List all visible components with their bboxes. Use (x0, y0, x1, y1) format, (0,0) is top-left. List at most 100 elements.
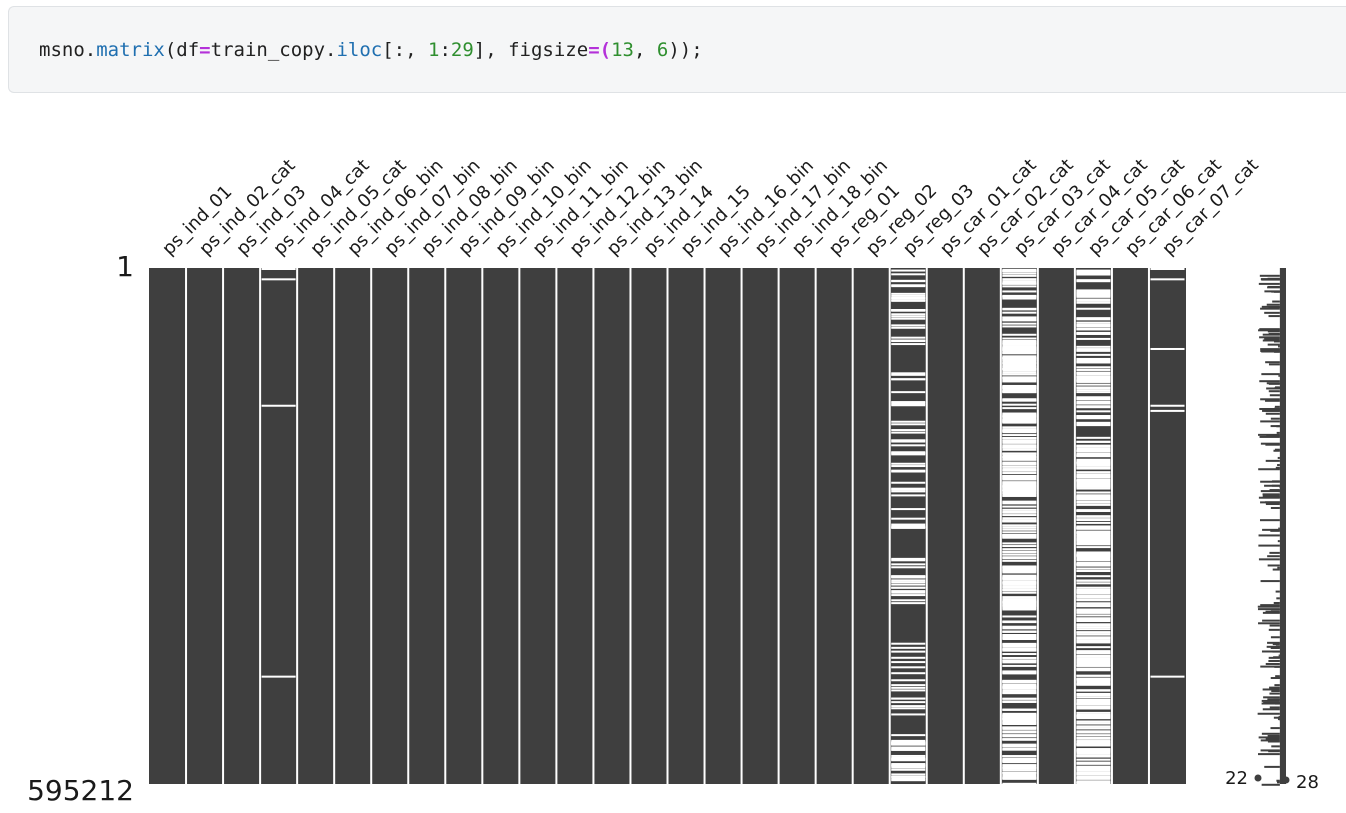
missing-value-line (1002, 712, 1037, 715)
missing-value-line (891, 526, 926, 529)
missing-value-line (1002, 581, 1037, 584)
missing-value-line (1002, 420, 1037, 423)
missing-value-line (891, 401, 926, 404)
column-separator (1110, 268, 1113, 784)
code-token: (df (164, 39, 200, 61)
missing-value-line (1002, 469, 1037, 472)
missing-value-line (1002, 439, 1037, 442)
missing-value-line (1002, 270, 1037, 273)
missing-value-line (1076, 301, 1111, 304)
sparkline-line (1270, 608, 1280, 611)
missing-value-line (1002, 723, 1037, 726)
missing-value-line (1002, 738, 1037, 741)
sparkline-line (1264, 765, 1280, 768)
missing-value-line (1002, 689, 1037, 692)
missing-value-line (891, 773, 926, 776)
sparkline-line (1274, 405, 1280, 408)
missing-value-line (891, 779, 926, 782)
missing-value-line (261, 278, 296, 281)
missing-value-line (1002, 773, 1037, 776)
missing-value-line (891, 453, 926, 456)
missing-value-line (1076, 736, 1111, 739)
missing-value-line (891, 525, 926, 528)
missing-value-line (1002, 493, 1037, 496)
sparkline-line (1267, 698, 1280, 701)
sparkline-line (1265, 610, 1280, 613)
missing-value-line (1002, 282, 1037, 285)
missing-value-line (891, 763, 926, 766)
missing-value-line (1076, 589, 1111, 592)
missing-value-line (1076, 700, 1111, 703)
missing-value-line (1002, 661, 1037, 664)
missing-value-line (1002, 634, 1037, 637)
missing-value-line (1076, 491, 1111, 494)
missing-value-line (891, 273, 926, 276)
missing-value-line (891, 481, 926, 484)
missing-value-line (1076, 487, 1111, 490)
sparkline-line (1258, 282, 1280, 285)
missing-value-line (1076, 564, 1111, 567)
missing-value-line (1076, 750, 1111, 753)
column-fill-bar (334, 268, 372, 784)
missing-value-line (1076, 734, 1111, 737)
missing-value-line (1076, 479, 1111, 482)
code-token-operator: = (588, 39, 600, 61)
sparkline-line (1275, 645, 1280, 648)
missing-value-line (891, 340, 926, 343)
missing-value-line (891, 746, 926, 749)
y-tick-label-bottom: 595212 (27, 774, 134, 807)
missing-value-line (1002, 364, 1037, 367)
missing-value-line (1076, 703, 1111, 706)
missing-value-line (1002, 757, 1037, 760)
sparkline-line (1267, 734, 1280, 737)
missing-value-line (1002, 505, 1037, 508)
column-fill-bar (1148, 268, 1186, 784)
code-token-number: 13 (611, 39, 634, 61)
sparkline-line (1272, 643, 1280, 646)
missing-value-line (1076, 421, 1111, 424)
sparkline-line (1270, 636, 1280, 639)
code-token-operator: = (199, 39, 211, 61)
sparkline-line (1278, 715, 1280, 718)
missing-value-line (1002, 605, 1037, 608)
missing-value-line (1002, 664, 1037, 667)
missing-value-line (891, 324, 926, 327)
missing-value-line (1002, 647, 1037, 650)
missing-value-line (1002, 727, 1037, 730)
missing-value-line (1076, 696, 1111, 699)
matrix-column (222, 268, 261, 784)
column-fill-bar (1111, 268, 1149, 784)
sparkline-line (1261, 699, 1280, 702)
missing-value-line (1150, 278, 1185, 281)
code-token: [:, (382, 39, 428, 61)
code-cell[interactable]: msno.matrix(df=train_copy.iloc[:, 1:29],… (8, 6, 1346, 93)
missing-value-line (891, 697, 926, 700)
missing-value-line (1076, 782, 1111, 785)
sparkline-line (1262, 611, 1280, 614)
missing-value-line (1002, 448, 1037, 451)
sparkline-line (1278, 676, 1280, 679)
missing-value-line (1076, 503, 1111, 506)
missing-value-line (891, 672, 926, 675)
missing-value-line (1002, 735, 1037, 738)
missing-value-line (1076, 780, 1111, 783)
sparkline-line (1277, 718, 1280, 721)
missing-value-line (1002, 643, 1037, 646)
matrix-column (851, 268, 890, 784)
sparkline-line (1268, 382, 1280, 385)
matrix-column (149, 268, 187, 784)
missing-value-line (1076, 748, 1111, 751)
column-fill-bar (445, 268, 483, 784)
missing-value-line (1076, 402, 1111, 405)
missing-value-line (1076, 445, 1111, 448)
missing-value-line (1002, 645, 1037, 648)
missing-value-line (1002, 578, 1037, 581)
missing-value-line (1002, 659, 1037, 662)
missing-value-line (1076, 475, 1111, 478)
missing-value-line (1076, 482, 1111, 485)
missing-value-line (1002, 542, 1037, 545)
missing-value-line (1076, 640, 1111, 643)
sparkline-line (1266, 303, 1280, 306)
missing-value-line (891, 581, 926, 584)
missing-value-line (891, 452, 926, 455)
